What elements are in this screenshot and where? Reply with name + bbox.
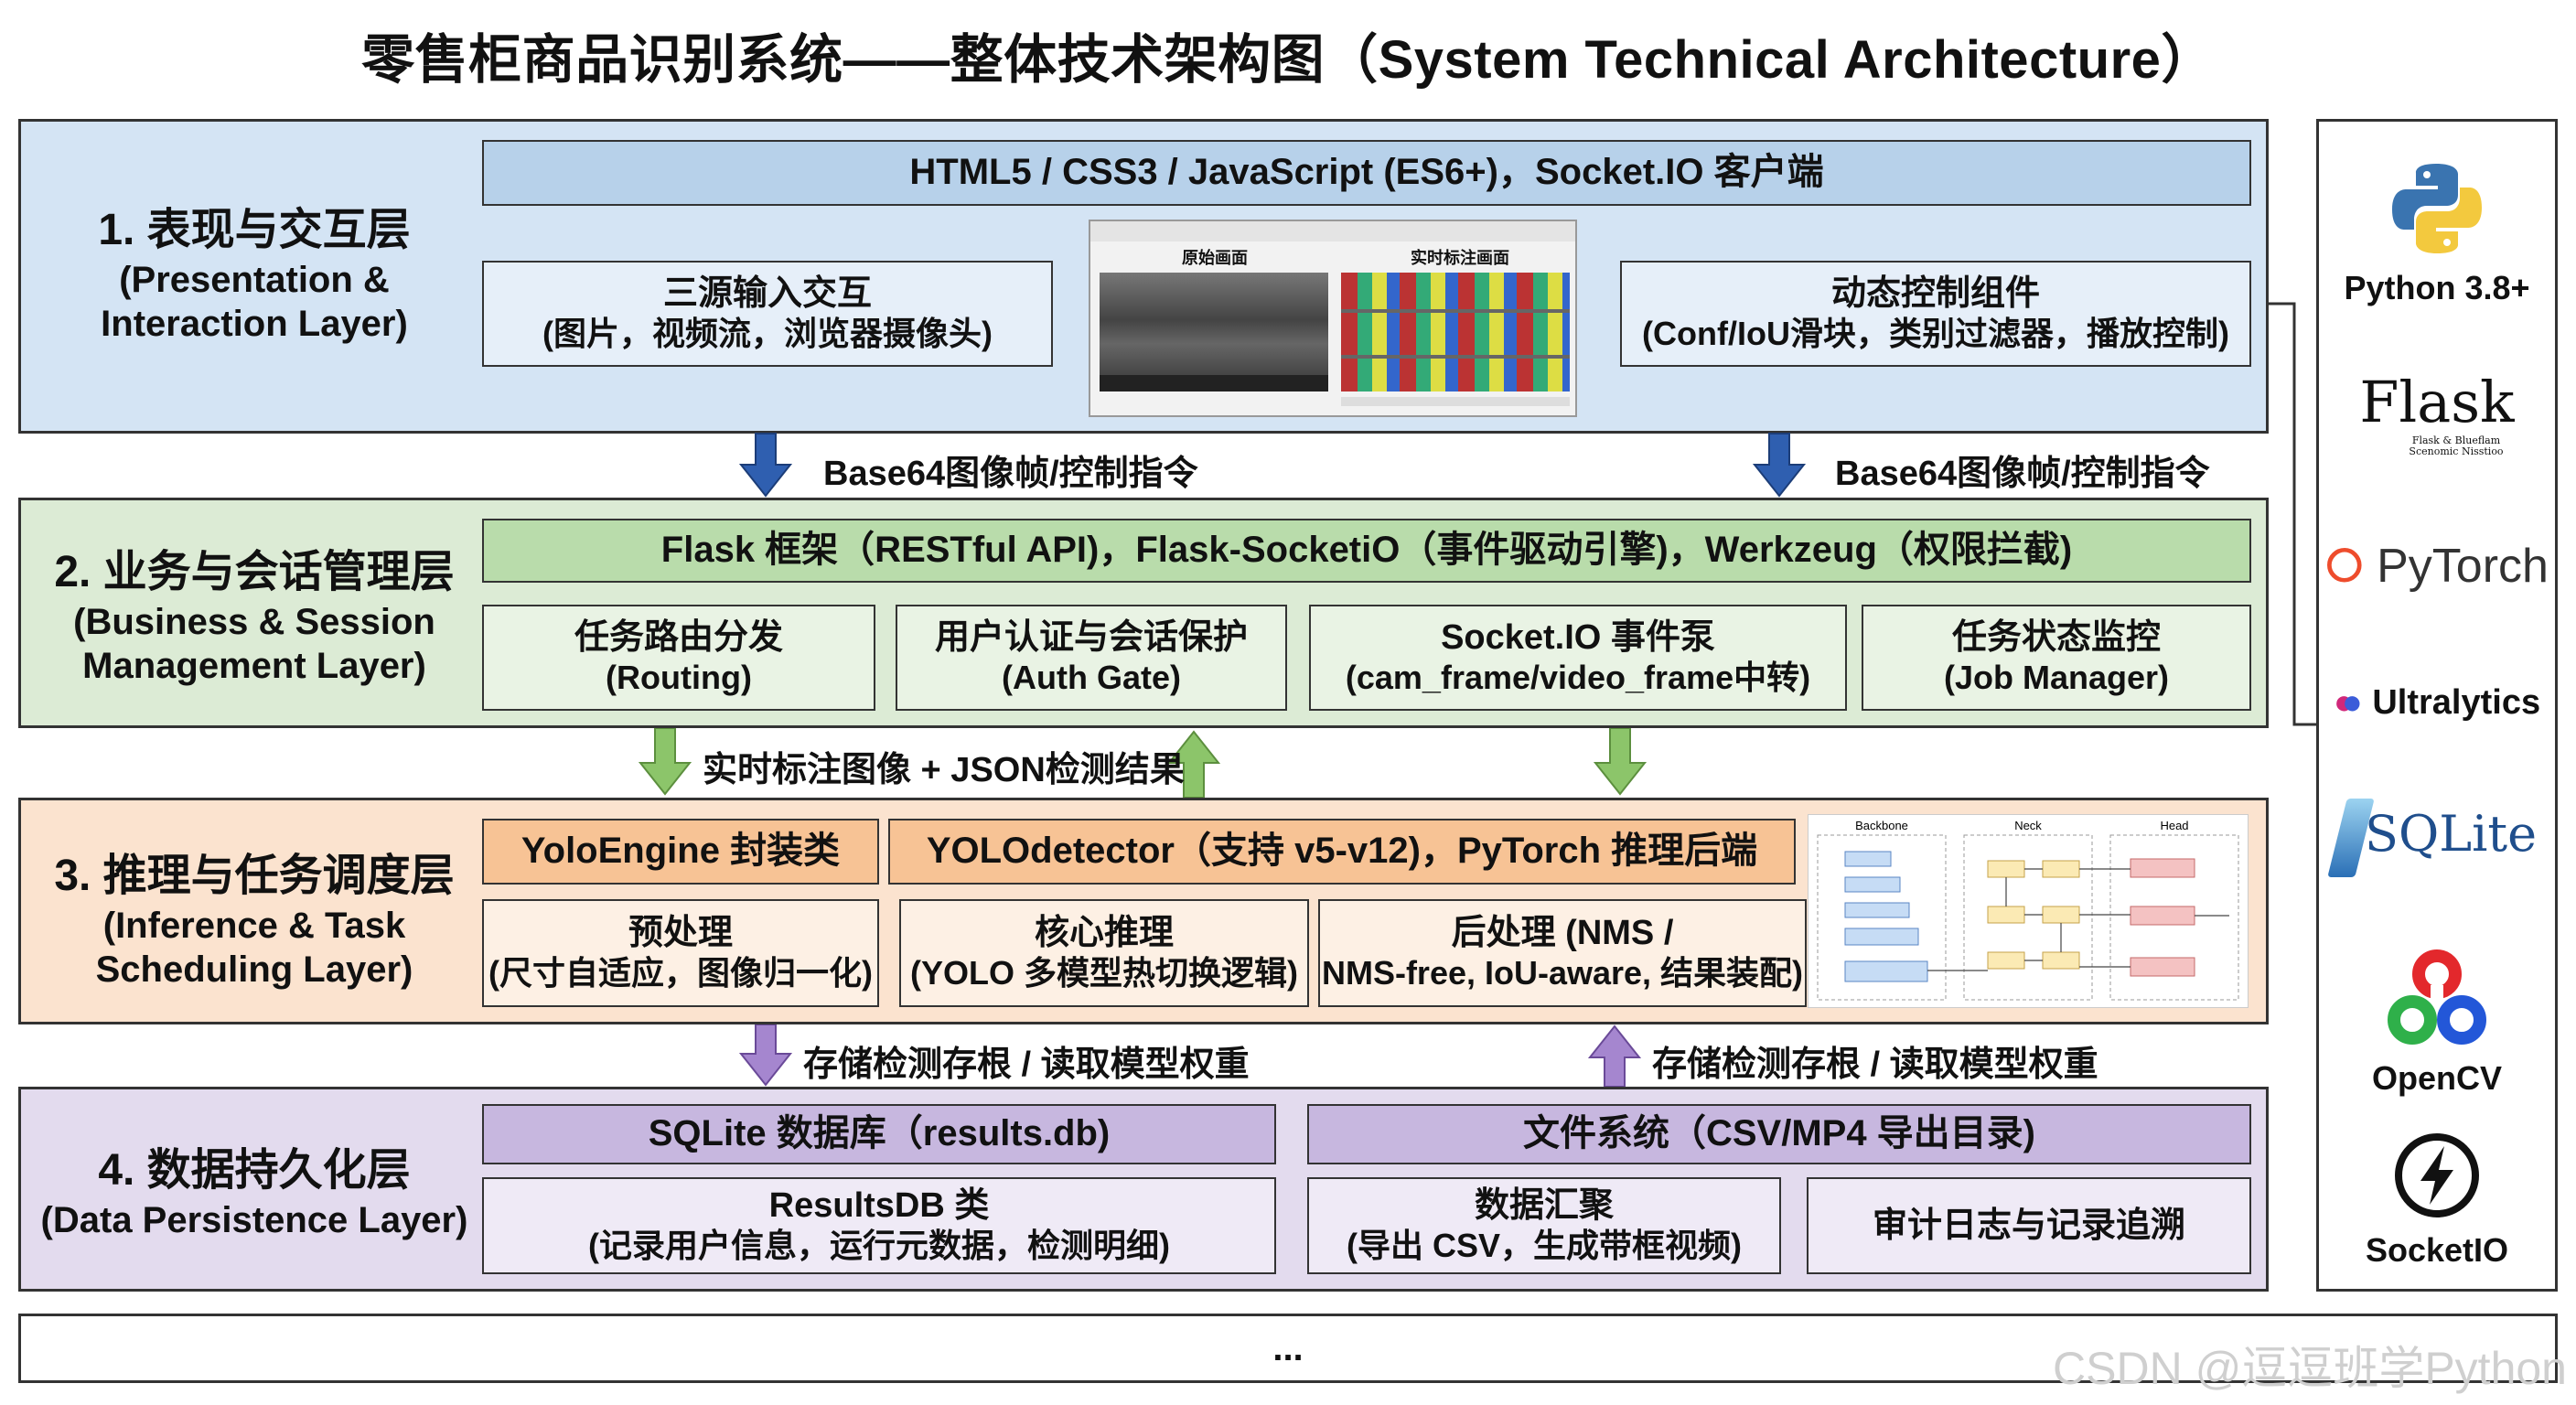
original-caption: 原始画面 [1182, 249, 1248, 267]
layer-persistence: 4. 数据持久化层 (Data Persistence Layer) SQLit… [18, 1087, 2269, 1292]
slider-track [1341, 397, 1570, 406]
browser-bar [1090, 221, 1575, 241]
tech-sqlite: SQLite [2319, 799, 2555, 877]
yolodetector-header: YOLOdetector（支持 v5-v12)，PyTorch 推理后端 [888, 819, 1796, 885]
arrow-label-2: Base64图像帧/控制指令 [1835, 455, 2210, 493]
tech-pytorch: ⭘ PyTorch [2325, 540, 2549, 593]
socketio-logo-icon [2395, 1133, 2479, 1217]
ui-screenshot-thumbnail: 原始画面 实时标注画面 [1089, 220, 1577, 417]
business-header: Flask 框架（RESTful API)，Flask-SocketiO（事件驱… [482, 519, 2251, 583]
arrow-up-3 [1166, 730, 1221, 799]
original-frame [1100, 273, 1328, 391]
routing-box: 任务路由分发 (Routing) [482, 605, 875, 711]
arrow-down-5 [738, 1024, 793, 1087]
head-label: Head [2160, 819, 2188, 832]
audit-log-box: 审计日志与记录追溯 [1807, 1177, 2251, 1274]
arrow-label-4: 存储检测存根 / 读取模型权重 [803, 1046, 1250, 1084]
preprocess-box: 预处理 (尺寸自适应，图像归一化) [482, 899, 879, 1007]
neck-label: Neck [2014, 819, 2042, 832]
layer-label: 4. 数据持久化层 (Data Persistence Layer) [40, 1146, 468, 1240]
bottom-ellipsis-bar: ... [18, 1314, 2558, 1383]
input-interaction-box: 三源输入交互 (图片，视频流，浏览器摄像头) [482, 261, 1053, 367]
dynamic-control-box: 动态控制组件 (Conf/IoU滑块，类别过滤器，播放控制) [1620, 261, 2251, 367]
python-logo-icon [2392, 164, 2482, 253]
arrow-label-5: 存储检测存根 / 读取模型权重 [1652, 1046, 2098, 1084]
layer-label: 2. 业务与会话管理层 (Business & Session Manageme… [54, 548, 455, 687]
presentation-header: HTML5 / CSS3 / JavaScript (ES6+)，Socket.… [482, 140, 2251, 206]
sidebar-bracket [2269, 302, 2316, 726]
layer-label: 1. 表现与交互层 (Presentation & Interaction La… [98, 206, 411, 345]
yoloengine-header: YoloEngine 封装类 [482, 819, 879, 885]
arrow-down-1 [738, 433, 793, 498]
layer-label: 3. 推理与任务调度层 (Inference & Task Scheduling… [54, 852, 455, 991]
page-title: 零售柜商品识别系统——整体技术架构图（System Technical Arch… [361, 30, 2215, 90]
arrow-down-4 [1593, 727, 1648, 796]
arrow-label-3: 实时标注图像 + JSON检测结果 [703, 751, 1185, 789]
tech-flask: Flask Flask & Blueflam Scenomic Nisstioo [2319, 369, 2555, 457]
flask-logo-icon: Flask [2359, 369, 2515, 435]
watermark: CSDN @逗逗班学Python [2053, 1343, 2567, 1394]
tech-ultralytics: ●● Ultralytics [2333, 683, 2541, 722]
pytorch-logo-icon: ⭘ [2325, 540, 2364, 593]
tech-socketio: SocketIO [2319, 1130, 2555, 1270]
tech-stack-sidebar: Python 3.8+ Flask Flask & Blueflam Sceno… [2316, 119, 2558, 1292]
opencv-logo-icon [2388, 949, 2486, 1045]
postprocess-box: 后处理 (NMS / NMS-free, IoU-aware, 结果装配) [1318, 899, 1807, 1007]
socketio-pump-box: Socket.IO 事件泵 (cam_frame/video_frame中转) [1309, 605, 1847, 711]
arrow-down-3 [638, 727, 692, 796]
filesystem-header: 文件系统（CSV/MP4 导出目录) [1307, 1104, 2251, 1164]
resultsdb-box: ResultsDB 类 (记录用户信息，运行元数据，检测明细) [482, 1177, 1276, 1274]
layer-business: 2. 业务与会话管理层 (Business & Session Manageme… [18, 498, 2269, 728]
annotated-frame [1341, 273, 1570, 391]
annotated-caption: 实时标注画面 [1411, 249, 1509, 267]
job-manager-box: 任务状态监控 (Job Manager) [1862, 605, 2251, 711]
arrow-down-2 [1752, 433, 1807, 498]
sqlite-header: SQLite 数据库（results.db) [482, 1104, 1276, 1164]
tech-opencv: OpenCV [2319, 949, 2555, 1098]
ultralytics-logo-icon: ● [2333, 683, 2355, 722]
arrow-up-5 [1587, 1024, 1642, 1088]
data-aggregation-box: 数据汇聚 (导出 CSV，生成带框视频) [1307, 1177, 1781, 1274]
tech-python: Python 3.8+ [2319, 158, 2555, 307]
core-inference-box: 核心推理 (YOLO 多模型热切换逻辑) [899, 899, 1309, 1007]
auth-gate-box: 用户认证与会话保护 (Auth Gate) [896, 605, 1287, 711]
yolo-network-diagram: Backbone Neck Head [1808, 814, 2249, 1008]
arrow-label-1: Base64图像帧/控制指令 [823, 455, 1198, 493]
backbone-label: Backbone [1855, 819, 1908, 832]
